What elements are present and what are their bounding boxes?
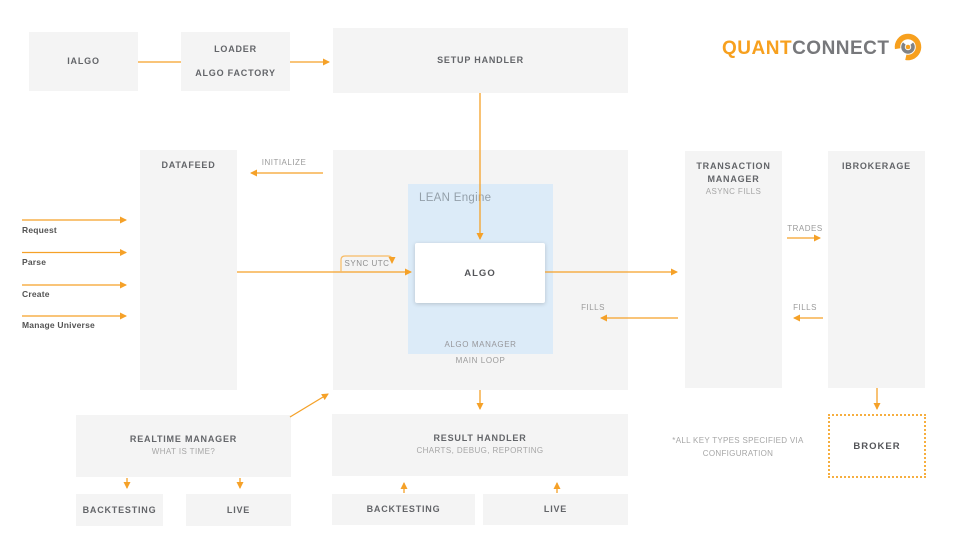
result-handler-title: RESULT HANDLER [433, 433, 527, 444]
box-datafeed: DATAFEED [140, 150, 237, 390]
result-handler-subtitle: CHARTS, DEBUG, REPORTING [416, 446, 544, 456]
ibrokerage-title: IBROKERAGE [841, 161, 911, 171]
trades-label: TRADES [787, 224, 823, 233]
realtime-manager-subtitle: WHAT IS TIME? [151, 447, 216, 457]
box-broker: BROKER [828, 414, 926, 478]
loader-title: LOADER [214, 43, 257, 54]
main-loop-label: MAIN LOOP [455, 356, 506, 365]
datafeed-title: DATAFEED [161, 160, 216, 170]
box-transaction-manager: TRANSACTION MANAGER ASYNC FILLS [685, 151, 782, 388]
quantconnect-logo: QUANTCONNECT [722, 33, 924, 64]
loader-subtitle: ALGO FACTORY [195, 68, 276, 79]
box-backtesting-center: BACKTESTING [332, 494, 475, 525]
initialize-label: INITIALIZE [261, 158, 307, 167]
transaction-manager-title: TRANSACTION MANAGER [696, 161, 771, 184]
logo-connect-text: CONNECT [792, 38, 890, 59]
box-live-left: LIVE [186, 494, 291, 526]
box-algo: ALGO [415, 243, 545, 303]
box-setup-handler: SETUP HANDLER [333, 28, 628, 93]
box-ialgo: IALGO [29, 32, 138, 91]
box-backtesting-left: BACKTESTING [76, 494, 163, 526]
box-ibrokerage: IBROKERAGE [828, 151, 925, 388]
live-left-title: LIVE [226, 504, 251, 515]
backtesting-left-title: BACKTESTING [82, 504, 157, 515]
broker-title: BROKER [853, 440, 901, 452]
box-result-handler: RESULT HANDLER CHARTS, DEBUG, REPORTING [332, 414, 628, 476]
fills-left-label: FILLS [581, 303, 605, 312]
manage-universe-label: Manage Universe [22, 320, 95, 330]
ialgo-title: IALGO [67, 56, 100, 66]
setup-handler-title: SETUP HANDLER [437, 55, 524, 65]
lean-engine-label: LEAN Engine [419, 192, 492, 204]
footnote-line-2: CONFIGURATION [702, 448, 774, 458]
algo-manager-label: ALGO MANAGER [444, 340, 517, 349]
box-live-center: LIVE [483, 494, 628, 525]
box-loader: LOADER ALGO FACTORY [181, 32, 290, 91]
create-label: Create [22, 289, 50, 299]
backtesting-center-title: BACKTESTING [366, 504, 441, 514]
algo-title: ALGO [464, 267, 496, 279]
realtime-manager-title: REALTIME MANAGER [129, 434, 238, 445]
parse-label: Parse [22, 257, 47, 267]
request-label: Request [22, 225, 57, 235]
quantconnect-swirl-icon [894, 33, 921, 61]
box-realtime-manager: REALTIME MANAGER WHAT IS TIME? [76, 415, 291, 477]
live-center-title: LIVE [543, 504, 568, 514]
quantconnect-logo-text: QUANTCONNECT [722, 34, 890, 64]
configuration-footnote: *ALL KEY TYPES SPECIFIED VIA CONFIGURATI… [658, 435, 818, 460]
logo-quant-text: QUANT [722, 38, 793, 59]
fills-right-label: FILLS [793, 303, 817, 312]
transaction-manager-subtitle: ASYNC FILLS [705, 187, 762, 196]
footnote-line-1: *ALL KEY TYPES SPECIFIED VIA [672, 436, 804, 445]
sync-utc-label: SYNC UTC [344, 259, 390, 268]
